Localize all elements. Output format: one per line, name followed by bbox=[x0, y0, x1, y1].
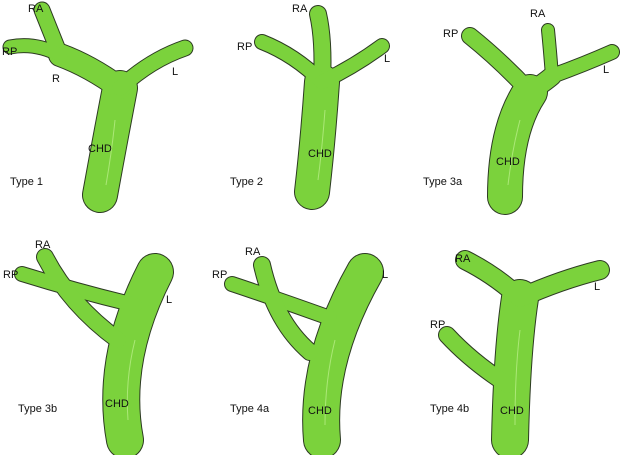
panel-type-4a: RA RP L CHD Type 4a bbox=[212, 246, 388, 417]
label-ra: RA bbox=[245, 246, 261, 258]
type-label: Type 3b bbox=[18, 403, 57, 415]
label-rp: RP bbox=[212, 269, 227, 281]
label-l: L bbox=[172, 66, 178, 78]
label-ra: RA bbox=[35, 239, 51, 251]
label-rp: RP bbox=[3, 269, 18, 281]
duct-fills bbox=[3, 2, 619, 455]
label-rp: RP bbox=[430, 319, 445, 331]
type-label: Type 3a bbox=[423, 176, 463, 188]
label-ra: RA bbox=[292, 3, 308, 15]
type-label: Type 2 bbox=[230, 176, 263, 188]
label-chd: CHD bbox=[88, 143, 112, 155]
panel-type-2: RA RP L CHD Type 2 bbox=[230, 3, 390, 188]
type-label: Type 4b bbox=[430, 403, 469, 415]
type-label: Type 4a bbox=[230, 403, 270, 415]
label-ra: RA bbox=[28, 3, 44, 15]
label-chd: CHD bbox=[500, 405, 524, 417]
label-chd: CHD bbox=[105, 398, 129, 410]
label-l: L bbox=[166, 294, 172, 306]
panel-type-1: RA RP R L CHD Type 1 bbox=[2, 3, 178, 188]
panel-type-4b: RA RP L CHD Type 4b bbox=[430, 253, 600, 417]
panel-type-3a: RA RP L CHD Type 3a bbox=[423, 8, 609, 188]
label-l: L bbox=[594, 281, 600, 293]
label-chd: CHD bbox=[496, 156, 520, 168]
label-l: L bbox=[384, 53, 390, 65]
type-label: Type 1 bbox=[10, 176, 43, 188]
label-rp: RP bbox=[2, 46, 17, 58]
label-rp: RP bbox=[443, 28, 458, 40]
panel-type-3b: RA RP L CHD Type 3b bbox=[3, 239, 172, 415]
label-chd: CHD bbox=[308, 148, 332, 160]
label-r: R bbox=[52, 73, 60, 85]
label-l: L bbox=[603, 64, 609, 76]
label-ra: RA bbox=[455, 253, 471, 265]
label-chd: CHD bbox=[308, 405, 332, 417]
label-rp: RP bbox=[237, 41, 252, 53]
label-ra: RA bbox=[530, 8, 546, 20]
label-l: L bbox=[382, 269, 388, 281]
